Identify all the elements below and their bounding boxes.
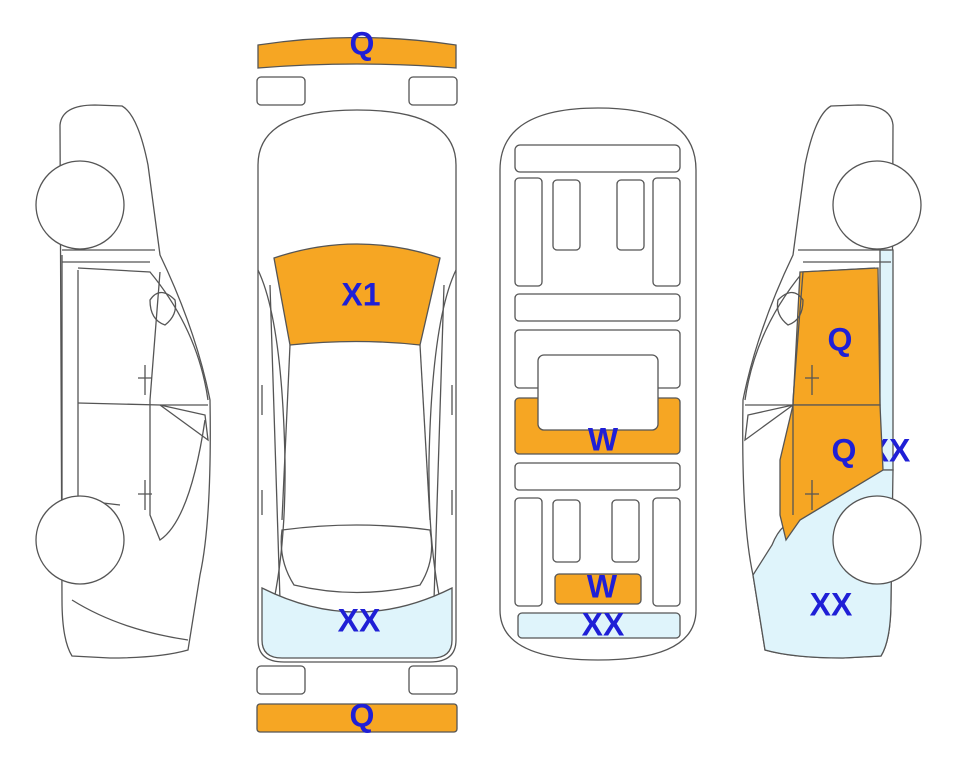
under-middle-label: W (588, 421, 619, 457)
front-bumper-label: Q (350, 25, 375, 61)
underside-rear-band (517, 612, 681, 639)
under-rear-label: W (587, 568, 618, 604)
rear-window-label: XX (338, 602, 381, 638)
right-side-view: XX XX Q Q (742, 104, 922, 659)
rear-window (261, 586, 453, 659)
windshield-label: X1 (341, 276, 380, 312)
front-bumper-bar (257, 36, 457, 69)
right-rear-quarter-label: XX (810, 586, 853, 622)
under-rear-band-label: XX (582, 606, 625, 642)
right-rear-door (779, 404, 884, 542)
rear-bumper-bar (256, 703, 458, 733)
top-view: Q X1 XX Q (256, 25, 458, 733)
right-rear-door-label: Q (832, 432, 857, 468)
left-side-view (35, 104, 211, 659)
windshield (273, 243, 441, 346)
rear-bumper-label: Q (350, 697, 375, 733)
underside-view: W W XX (499, 107, 697, 661)
underside-rear-panel (554, 573, 642, 605)
right-front-door-label: Q (828, 321, 853, 357)
